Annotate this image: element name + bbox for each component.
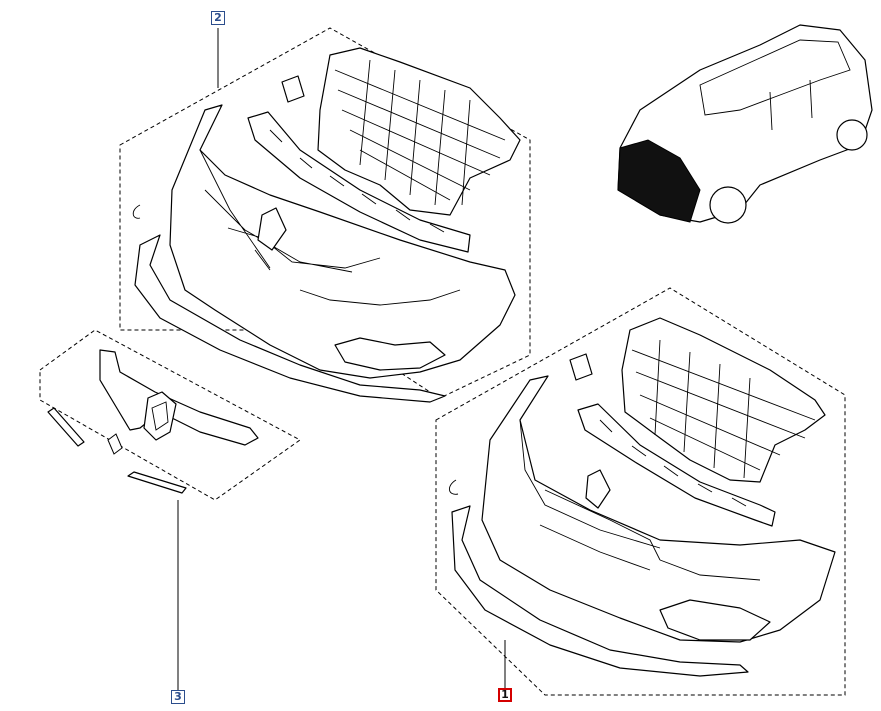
callout-2[interactable]: 2 — [211, 11, 225, 25]
callout-3[interactable]: 3 — [171, 690, 185, 704]
assembly-3-boundary — [39, 329, 301, 501]
assembly-3[interactable] — [39, 329, 301, 690]
grille-frame — [99, 349, 259, 446]
assembly-2[interactable] — [119, 27, 531, 403]
lower-lip — [451, 505, 749, 677]
grille-emblem-detail — [151, 401, 169, 431]
lower-absorber-ribs — [631, 339, 816, 479]
grille-emblem — [143, 391, 177, 441]
upper-bumper-cover — [169, 104, 516, 379]
upper-mounting-bar-slots — [269, 129, 445, 233]
grille-left-strip — [47, 407, 85, 447]
upper-hook — [132, 204, 141, 219]
lower-fog-housing — [659, 599, 771, 641]
assembly-1[interactable] — [435, 287, 846, 696]
assembly-1-boundary — [435, 287, 846, 696]
upper-mounting-bar — [247, 111, 471, 253]
car-front-wheel — [709, 186, 747, 224]
upper-lower-lip — [134, 234, 446, 403]
reference-car — [617, 24, 873, 224]
lower-mounting-bar — [577, 403, 776, 527]
car-front-highlight — [617, 139, 701, 223]
lower-logo — [585, 469, 611, 509]
lower-mounting-bar-slots — [599, 419, 747, 507]
lower-bumper-cover — [481, 375, 836, 643]
car-windows — [699, 39, 851, 131]
upper-absorber — [317, 47, 521, 216]
lower-clip — [569, 353, 593, 381]
lower-bumper-lines — [519, 419, 761, 581]
upper-clip — [281, 75, 305, 103]
grille-badge — [107, 433, 123, 455]
lower-absorber — [621, 317, 826, 483]
callout-1[interactable]: 1 — [498, 688, 512, 702]
upper-logo — [257, 207, 287, 251]
grille-lower-strip — [127, 471, 187, 494]
lower-hook — [449, 479, 459, 495]
car-rear-wheel — [836, 119, 868, 151]
upper-fog-housing — [334, 337, 446, 371]
upper-absorber-ribs — [334, 59, 506, 206]
